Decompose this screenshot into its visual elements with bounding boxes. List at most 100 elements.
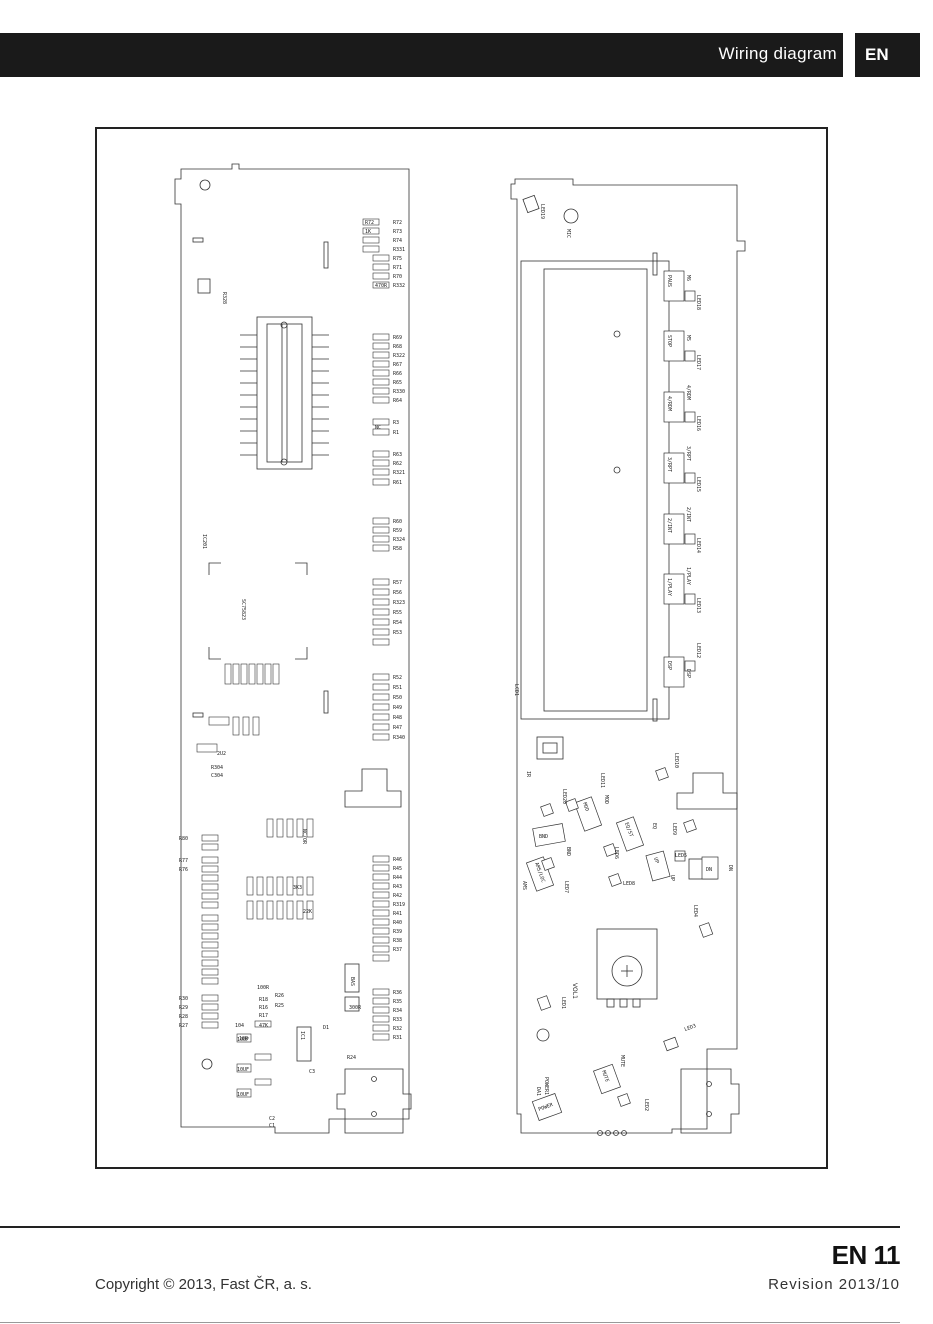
- label-r61: R61: [393, 480, 402, 486]
- label-r50: R50: [393, 695, 402, 701]
- wiring-diagram-frame: R328 IC201 SC75823 R72 R72 R73 R74 R331 …: [95, 127, 828, 1169]
- label-r66: R66: [393, 371, 402, 377]
- button-label-3rpt: 3/RPT: [666, 457, 672, 472]
- label-r80: R80: [179, 836, 188, 842]
- label-r46: R46: [393, 857, 402, 863]
- revision-text: Revision 2013/10: [768, 1276, 900, 1293]
- label-r72: R72: [365, 220, 374, 226]
- label-r43: R43: [393, 884, 402, 890]
- label-r340: R340: [393, 735, 405, 741]
- label-power1: POWER1: [543, 1077, 549, 1095]
- button-power[interactable]: [531, 1093, 563, 1121]
- label-r30: R30: [179, 996, 188, 1002]
- label-r76: R76: [179, 867, 188, 873]
- label-led1: LED1: [560, 997, 566, 1009]
- button-dsp[interactable]: [663, 656, 685, 688]
- value-10uf-a: 10UF: [237, 1067, 249, 1073]
- label-led7: LED7: [563, 881, 569, 893]
- value-104: 104: [235, 1023, 244, 1029]
- led-label-15: LED15: [695, 477, 701, 492]
- button-dn[interactable]: [701, 856, 719, 880]
- button-label-dsp: DSP: [666, 661, 672, 670]
- lower-label-mute: MUTE: [600, 1070, 610, 1083]
- button-up[interactable]: [645, 850, 671, 882]
- label-r53: R53: [393, 630, 402, 636]
- connector-pins: [240, 334, 329, 456]
- lower-label-up: UP: [652, 857, 660, 865]
- label-r331: R331: [393, 247, 405, 253]
- label-led4: LED4: [692, 905, 698, 917]
- button-stop[interactable]: [663, 330, 685, 362]
- label-r56: R56: [393, 590, 402, 596]
- button-amsloc[interactable]: [525, 856, 555, 892]
- label-r26: R26: [275, 993, 284, 999]
- button-name-dsp: DSP: [685, 669, 691, 678]
- label-r58: R58: [393, 546, 402, 552]
- led-label-14: LED14: [695, 538, 701, 553]
- button-label-stop: STOP: [666, 335, 672, 347]
- button-name-m6: M6: [685, 275, 691, 281]
- label-r321: R321: [393, 470, 405, 476]
- label-mute: MUTE: [619, 1055, 625, 1067]
- button-name-m5: M5: [685, 335, 691, 341]
- value-10r: 10R: [239, 1036, 249, 1042]
- button-mute[interactable]: [593, 1063, 621, 1095]
- label-r48: R48: [393, 715, 402, 721]
- value-nc-a: NC: [375, 425, 381, 431]
- button-name-1play: 1/PLAY: [685, 567, 691, 585]
- button-mod[interactable]: [573, 796, 603, 832]
- button-3rpt[interactable]: [663, 452, 685, 484]
- label-ams: AMS: [521, 881, 527, 890]
- label-led6: LED6: [613, 847, 619, 859]
- label-led10: LED10: [673, 753, 679, 768]
- label-r51: R51: [393, 685, 402, 691]
- label-r74: R74: [393, 238, 402, 244]
- left-board-labels: R328 IC201 SC75823 R72 R72 R73 R74 R331 …: [179, 220, 405, 1129]
- label-r59: R59: [393, 528, 402, 534]
- button-label-4rdm: 4/RDM: [666, 396, 672, 411]
- label-ic1: IC1: [299, 1031, 305, 1040]
- button-name-2int: 2/INT: [685, 507, 691, 522]
- label-r42: R42: [393, 893, 402, 899]
- button-eqst[interactable]: [615, 816, 645, 852]
- led-label-18: LED18: [695, 295, 701, 310]
- left-bottom-connector: [336, 1068, 412, 1134]
- label-r62: R62: [393, 461, 402, 467]
- value-300r: 300R: [349, 1005, 362, 1011]
- label-r36: R36: [393, 990, 402, 996]
- button-4rdm[interactable]: [663, 391, 685, 423]
- label-r64: R64: [393, 398, 402, 404]
- label-eq: EQ: [651, 823, 657, 829]
- label-c304: C304: [211, 773, 223, 779]
- resistor-cluster-center: [196, 663, 314, 1098]
- button-1play[interactable]: [663, 573, 685, 605]
- button-paus[interactable]: [663, 270, 685, 302]
- label-led11: LED11: [599, 773, 605, 788]
- label-r67: R67: [393, 362, 402, 368]
- page-number: EN 11: [831, 1240, 901, 1270]
- label-r71: R71: [393, 265, 402, 271]
- label-r49: R49: [393, 705, 402, 711]
- label-r73: R73: [393, 229, 402, 235]
- value-1k-a: 1K: [365, 229, 371, 235]
- label-r75: R75: [393, 256, 402, 262]
- label-led19: LED19: [539, 204, 545, 219]
- label-r52: R52: [393, 675, 402, 681]
- value-10uf-b: 10UF: [237, 1092, 249, 1098]
- value-bas: BAS: [349, 977, 355, 986]
- label-r60: R60: [393, 519, 402, 525]
- button-2int[interactable]: [663, 513, 685, 545]
- label-led8: LED8: [623, 881, 635, 887]
- button-bnd[interactable]: [532, 823, 566, 847]
- label-r319: R319: [393, 902, 405, 908]
- led-label-17: LED17: [695, 355, 701, 370]
- value-3k3: 3K3: [293, 885, 302, 891]
- language-tag: EN: [855, 33, 920, 77]
- label-r18: R18: [259, 997, 268, 1003]
- label-bnd: BND: [565, 847, 571, 856]
- label-sc75823: SC75823: [240, 599, 246, 620]
- lower-label-mod: MOD: [581, 802, 590, 813]
- right-board-outline: [510, 178, 746, 1134]
- value-10uf-c: 10UF: [237, 1037, 249, 1043]
- button-label-2int: 2/INT: [666, 518, 672, 533]
